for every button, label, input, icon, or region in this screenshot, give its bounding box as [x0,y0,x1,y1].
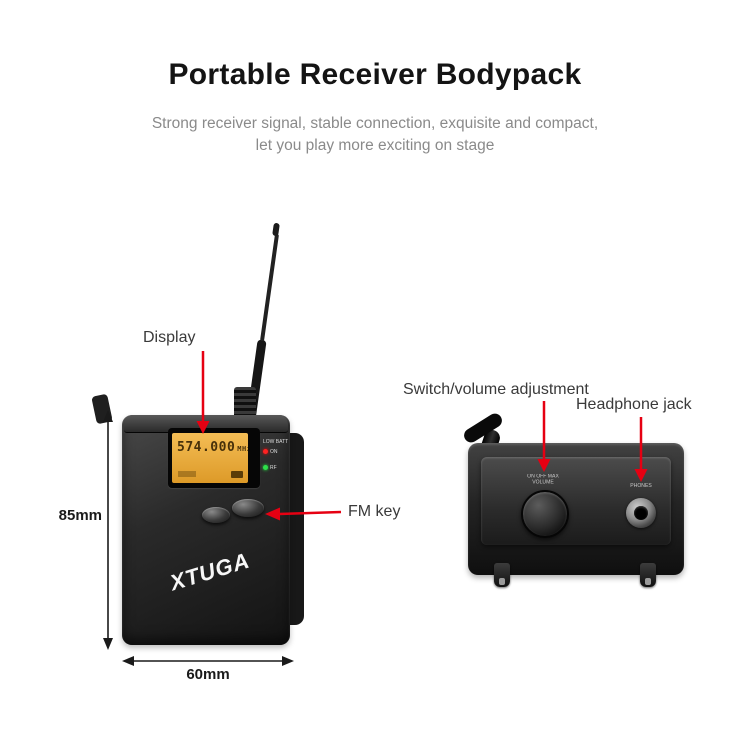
device-body: 574.000MHz LOW BATT ON RF [122,415,290,645]
headphone-jack [626,498,656,528]
display-label: Display [143,329,196,346]
volume-knob [521,490,569,538]
lcd-segment [178,471,196,477]
antenna-whip [260,233,280,342]
top-device-body: ON OFF MAX VOLUME PHONES [468,443,684,575]
rf-row: RF [263,463,293,473]
on-row: ON [263,447,293,457]
headphone-jack-label: Headphone jack [576,396,692,413]
headphone-jack-hole [634,506,648,520]
fm-key-label: FM key [348,503,401,520]
lcd-display: 574.000MHz [172,433,248,483]
volume-markings: ON OFF MAX VOLUME [512,474,575,486]
page-title: Portable Receiver Bodypack [168,58,582,91]
low-batt-row: LOW BATT [263,437,293,447]
lcd-frequency: 574.000MHz [172,433,248,455]
on-label: ON [270,449,278,455]
lcd-bottom-row [178,471,243,478]
top-jack-knob [91,393,113,425]
antenna-mount [234,387,256,421]
page-subtitle: Strong receiver signal, stable connectio… [0,113,750,157]
subtitle-line-2: let you play more exciting on stage [255,137,495,154]
lcd-frequency-value: 574.000 [177,440,236,455]
bodypack-top-view: ON OFF MAX VOLUME PHONES [461,410,684,593]
brand-logo: XTUGA [166,547,253,596]
hook-pin [645,578,651,585]
subtitle-line-1: Strong receiver signal, stable connectio… [151,115,599,132]
low-batt-label: LOW BATT [263,439,289,445]
phones-label: PHONES [630,483,652,489]
set-button [202,507,230,523]
led-indicators: LOW BATT ON RF [263,437,293,473]
volume-markings-line-2: VOLUME [532,480,554,486]
height-dimension-line [103,410,113,650]
rf-label: RF [270,465,277,471]
volume-markings-line-1: ON OFF MAX [527,474,559,480]
fm-key-button [232,499,264,517]
low-batt-led [263,449,268,455]
belt-clip-hook-right [640,563,656,587]
lcd-unit: MHz [237,445,248,453]
switch-volume-label: Switch/volume adjustment [403,381,589,398]
bodypack-front-view: 574.000MHz LOW BATT ON RF [91,222,304,645]
display-bezel: 574.000MHz [168,428,260,488]
height-dimension-label: 85mm [58,507,102,524]
rf-led [263,465,268,471]
width-dimension-line [122,656,294,666]
battery-indicator [231,471,243,478]
hook-pin [499,578,505,585]
width-dimension-label: 60mm [186,666,230,683]
belt-clip-hook-left [494,563,510,587]
